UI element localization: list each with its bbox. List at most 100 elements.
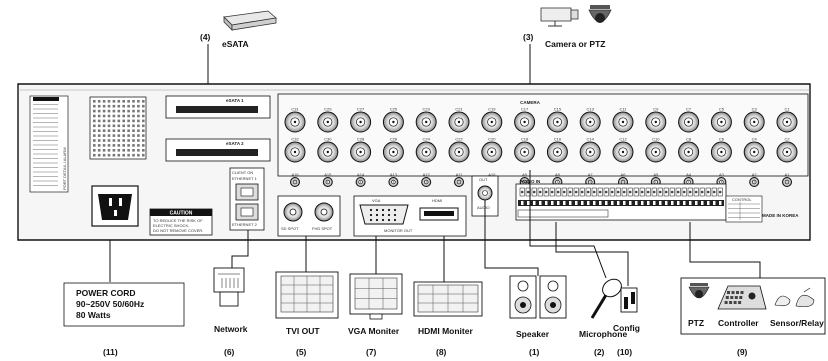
speaker-icon — [509, 275, 567, 319]
caution-line-1: TO REDUCE THE RISK OF — [153, 218, 203, 223]
camera-input-label: C27 — [357, 107, 365, 112]
camera-input-label: C10 — [652, 137, 660, 142]
config-switch-icon — [620, 287, 638, 313]
camera-input-label: C14 — [587, 137, 595, 142]
microphone-icon — [590, 278, 622, 319]
vga-port — [359, 204, 409, 225]
camera-input-label: C26 — [390, 137, 398, 142]
camera-input-label: C28 — [357, 137, 365, 142]
sensor-relay-icon — [774, 287, 815, 308]
caution-line-2: ELECTRIC SHOCK, — [153, 223, 189, 228]
esata-1-label: eSATA 1 — [226, 98, 244, 103]
microphone-label: Microphone — [579, 329, 627, 339]
box-camera-icon — [540, 7, 579, 27]
speaker-label: Speaker — [516, 329, 550, 339]
network-number: (6) — [224, 347, 235, 357]
hdmi-number: (8) — [436, 347, 447, 357]
camera-input-label: C32 — [291, 137, 299, 142]
audio-input-label: A4 — [686, 172, 692, 177]
camera-input-label: C22 — [455, 137, 463, 142]
side-label-text: PORT DETAIL / ALARM — [62, 147, 67, 190]
client-on-label: CLIENT ON — [232, 170, 253, 175]
camera-number: (3) — [523, 32, 534, 42]
camera-input-label: C6 — [719, 137, 725, 142]
port-detail-label — [29, 95, 69, 193]
audio-input-label: A13 — [390, 172, 398, 177]
vga-monitor-icon — [349, 273, 403, 320]
ptz-dome-icon — [588, 5, 612, 23]
audio-input-label: A9 — [522, 172, 528, 177]
microphone-number: (2) — [594, 347, 605, 357]
ptz-camera-icon — [688, 283, 710, 299]
power-cord-box — [63, 282, 185, 327]
audio-input-label: A11 — [456, 172, 464, 177]
audio-input-label: A5 — [653, 172, 659, 177]
ethernet2-label: ETHERNET 2 — [232, 222, 258, 227]
audio-input-label: A8 — [555, 172, 561, 177]
fhd-spot-label: FHD SPOT — [312, 226, 333, 231]
audio-input-label: A15 — [324, 172, 332, 177]
camera-header: CAMERA — [520, 100, 540, 105]
vga-monitor-label: VGA Moniter — [348, 326, 400, 336]
esata-drive-icon — [223, 10, 277, 31]
power-number: (11) — [103, 347, 118, 357]
camera-input-label: C1 — [784, 107, 790, 112]
audio-input-label: A16 — [291, 172, 299, 177]
camera-input-label: C9 — [653, 107, 659, 112]
audio-input-label: A6 — [621, 172, 627, 177]
camera-input-label: C23 — [423, 107, 431, 112]
audio-input-label: A10 — [488, 172, 496, 177]
caution-title: CAUTION — [170, 211, 193, 217]
config-label: Config — [613, 323, 640, 333]
camera-input-label: C4 — [752, 137, 758, 142]
monitor-out-label: MONITOR OUT — [384, 228, 413, 233]
esata-2-label: eSATA 2 — [226, 141, 244, 146]
power-socket-icon — [98, 194, 132, 220]
audio-input-label: A12 — [423, 172, 431, 177]
config-number: (10) — [617, 347, 632, 357]
made-in-label: MADE IN KOREA — [762, 213, 799, 218]
camera-input-label: C13 — [587, 107, 595, 112]
hdmi-monitor-label: HDMI Moniter — [418, 326, 473, 336]
camera-input-label: C24 — [423, 137, 431, 142]
camera-input-label: C17 — [521, 107, 529, 112]
audio-input-label: A2 — [752, 172, 758, 177]
camera-input-label: C16 — [554, 137, 562, 142]
speaker-number: (1) — [529, 347, 540, 357]
camera-input-label: C8 — [686, 137, 692, 142]
audio-input-label: A1 — [785, 172, 791, 177]
audio-input-label: A3 — [719, 172, 725, 177]
sd-spot-label: SD SPOT — [281, 226, 299, 231]
camera-input-label: C19 — [488, 107, 496, 112]
camera-input-label: C7 — [686, 107, 692, 112]
camera-input-label: C5 — [719, 107, 725, 112]
bottom-leader-lines — [109, 170, 761, 286]
sensor-relay-label: Sensor/Relay — [770, 318, 824, 328]
vga-label: VGA — [372, 198, 381, 203]
camera-input-label: C21 — [455, 107, 463, 112]
power-line-1: POWER CORD — [76, 288, 136, 298]
camera-input-label: C12 — [619, 137, 627, 142]
hdmi-label: HDMI — [432, 198, 442, 203]
out-label: OUT — [479, 177, 488, 182]
camera-input-label: C31 — [291, 107, 299, 112]
control-label: CONTROL — [732, 197, 752, 202]
camera-input-label: C18 — [521, 137, 529, 142]
camera-label: Camera or PTZ — [545, 39, 605, 49]
tvi-out-label: TVI OUT — [286, 326, 320, 336]
power-line-2: 90~250V 50/60Hz — [76, 299, 144, 309]
caution-line-3: DO NOT REMOVE COVER. — [153, 228, 203, 233]
vga-number: (7) — [366, 347, 377, 357]
ptz-label: PTZ — [688, 318, 704, 328]
camera-input-label: C2 — [784, 137, 790, 142]
esata-label: eSATA — [222, 39, 249, 49]
camera-input-label: C25 — [390, 107, 398, 112]
ethernet1-label: ETHERNET 1 — [232, 176, 258, 181]
rj45-plug-icon — [213, 267, 245, 307]
esata-number: (4) — [200, 32, 211, 42]
controller-label: Controller — [718, 318, 759, 328]
camera-input-label: C3 — [752, 107, 758, 112]
audio-input-label: A14 — [357, 172, 365, 177]
